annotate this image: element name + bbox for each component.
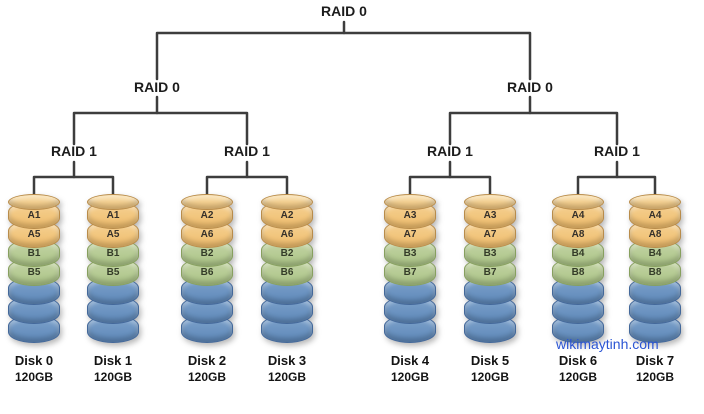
platter-cap: [384, 194, 436, 210]
disk-1-cylinder: A1 A5 B1 B5: [87, 194, 139, 343]
raid0-right-label: RAID 0: [507, 79, 553, 95]
raid0-root-label: RAID 0: [321, 3, 367, 19]
disk-4-cylinder: A3 A7 B3 B7: [384, 194, 436, 343]
platter-cap: [629, 194, 681, 210]
disk-3-cylinder: A2 A6 B2 B6: [261, 194, 313, 343]
disk-size: 120GB: [14, 370, 54, 384]
disk-size: 120GB: [93, 370, 133, 384]
disk-6: A4 A8 B4 B8 Disk 6 120GB: [542, 194, 614, 384]
disk-size: 120GB: [267, 370, 307, 384]
platter-cap: [261, 194, 313, 210]
disk-name: Disk 3: [267, 353, 307, 368]
platter-cap: [552, 194, 604, 210]
disk-name: Disk 2: [187, 353, 227, 368]
disk-7: A4 A8 B4 B8 Disk 7 120GB: [619, 194, 691, 384]
disk-size: 120GB: [635, 370, 675, 384]
disk-size: 120GB: [187, 370, 227, 384]
disk-5-cylinder: A3 A7 B3 B7: [464, 194, 516, 343]
disk-3: A2 A6 B2 B6 Disk 3 120GB: [251, 194, 323, 384]
disk-name: Disk 5: [470, 353, 510, 368]
platter-cap: [8, 194, 60, 210]
platter-cap: [181, 194, 233, 210]
disk-name: Disk 4: [390, 353, 430, 368]
disk-6-cylinder: A4 A8 B4 B8: [552, 194, 604, 343]
disk-name: Disk 0: [14, 353, 54, 368]
disk-size: 120GB: [390, 370, 430, 384]
raid1-label-4: RAID 1: [594, 143, 640, 159]
disk-0-cylinder: A1 A5 B1 B5: [8, 194, 60, 343]
disk-size: 120GB: [558, 370, 598, 384]
disk-1: A1 A5 B1 B5 Disk 1 120GB: [77, 194, 149, 384]
disk-name: Disk 7: [635, 353, 675, 368]
platter-cap: [87, 194, 139, 210]
raid0-left-label: RAID 0: [134, 79, 180, 95]
disk-2-cylinder: A2 A6 B2 B6: [181, 194, 233, 343]
disk-7-cylinder: A4 A8 B4 B8: [629, 194, 681, 343]
raid1-label-3: RAID 1: [427, 143, 473, 159]
platter-cap: [464, 194, 516, 210]
disk-2: A2 A6 B2 B6 Disk 2 120GB: [171, 194, 243, 384]
disk-name: Disk 6: [558, 353, 598, 368]
disk-name: Disk 1: [93, 353, 133, 368]
disk-5: A3 A7 B3 B7 Disk 5 120GB: [454, 194, 526, 384]
raid1-label-1: RAID 1: [51, 143, 97, 159]
watermark-text: wikimaytinh.com: [556, 336, 659, 352]
disk-0: A1 A5 B1 B5 Disk 0 120GB: [0, 194, 70, 384]
raid1-label-2: RAID 1: [224, 143, 270, 159]
disk-size: 120GB: [470, 370, 510, 384]
disk-4: A3 A7 B3 B7 Disk 4 120GB: [374, 194, 446, 384]
